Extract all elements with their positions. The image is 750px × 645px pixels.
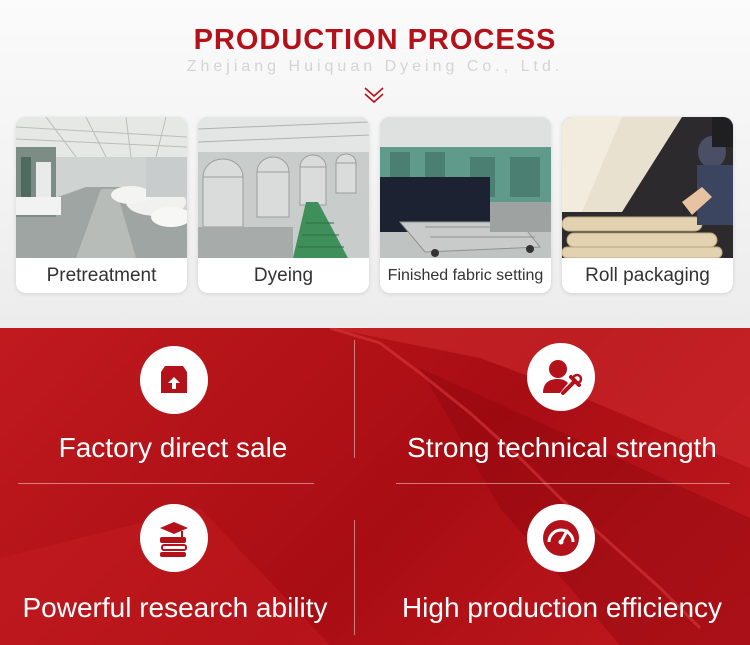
process-label: Roll packaging — [585, 265, 710, 286]
engineer-wrench-icon — [527, 343, 595, 411]
feature-label-technical-strength: Strong technical strength — [407, 432, 717, 463]
vertical-divider — [354, 340, 355, 458]
process-card-dyeing: Dyeing — [198, 117, 369, 293]
horizontal-divider — [18, 483, 314, 484]
horizontal-divider — [396, 483, 730, 484]
process-label: Finished fabric setting — [387, 267, 544, 284]
factory-hall-photo — [16, 117, 187, 258]
feature-label-production-efficiency: High production efficiency — [401, 592, 723, 623]
process-label: Dyeing — [253, 265, 314, 286]
process-card-roll-packaging: Roll packaging — [562, 117, 733, 293]
box-upload-icon — [140, 346, 208, 414]
features-section: Factory direct sale Strong technical str… — [0, 328, 750, 645]
vertical-divider — [354, 520, 355, 635]
chevron-down-icon — [364, 87, 384, 104]
feature-label-factory-direct-sale: Factory direct sale — [58, 432, 288, 463]
process-card-pretreatment: Pretreatment — [16, 117, 187, 293]
process-card-fabric-setting: Finished fabric setting — [380, 117, 551, 293]
process-label: Pretreatment — [46, 265, 157, 286]
company-subtitle: Zhejiang Huiquan Dyeing Co., Ltd. — [186, 58, 564, 75]
dyeing-machines-photo — [198, 117, 369, 258]
fabric-texture-background — [0, 328, 750, 645]
graduation-books-icon — [140, 504, 208, 572]
speedometer-icon — [527, 504, 595, 572]
fabric-rolls-photo — [562, 117, 733, 258]
section-title: PRODUCTION PROCESS — [193, 24, 557, 56]
setting-machine-photo — [380, 117, 551, 258]
production-process-section: PRODUCTION PROCESS Zhejiang Huiquan Dyei… — [0, 0, 750, 328]
feature-label-research-ability: Powerful research ability — [22, 592, 328, 623]
